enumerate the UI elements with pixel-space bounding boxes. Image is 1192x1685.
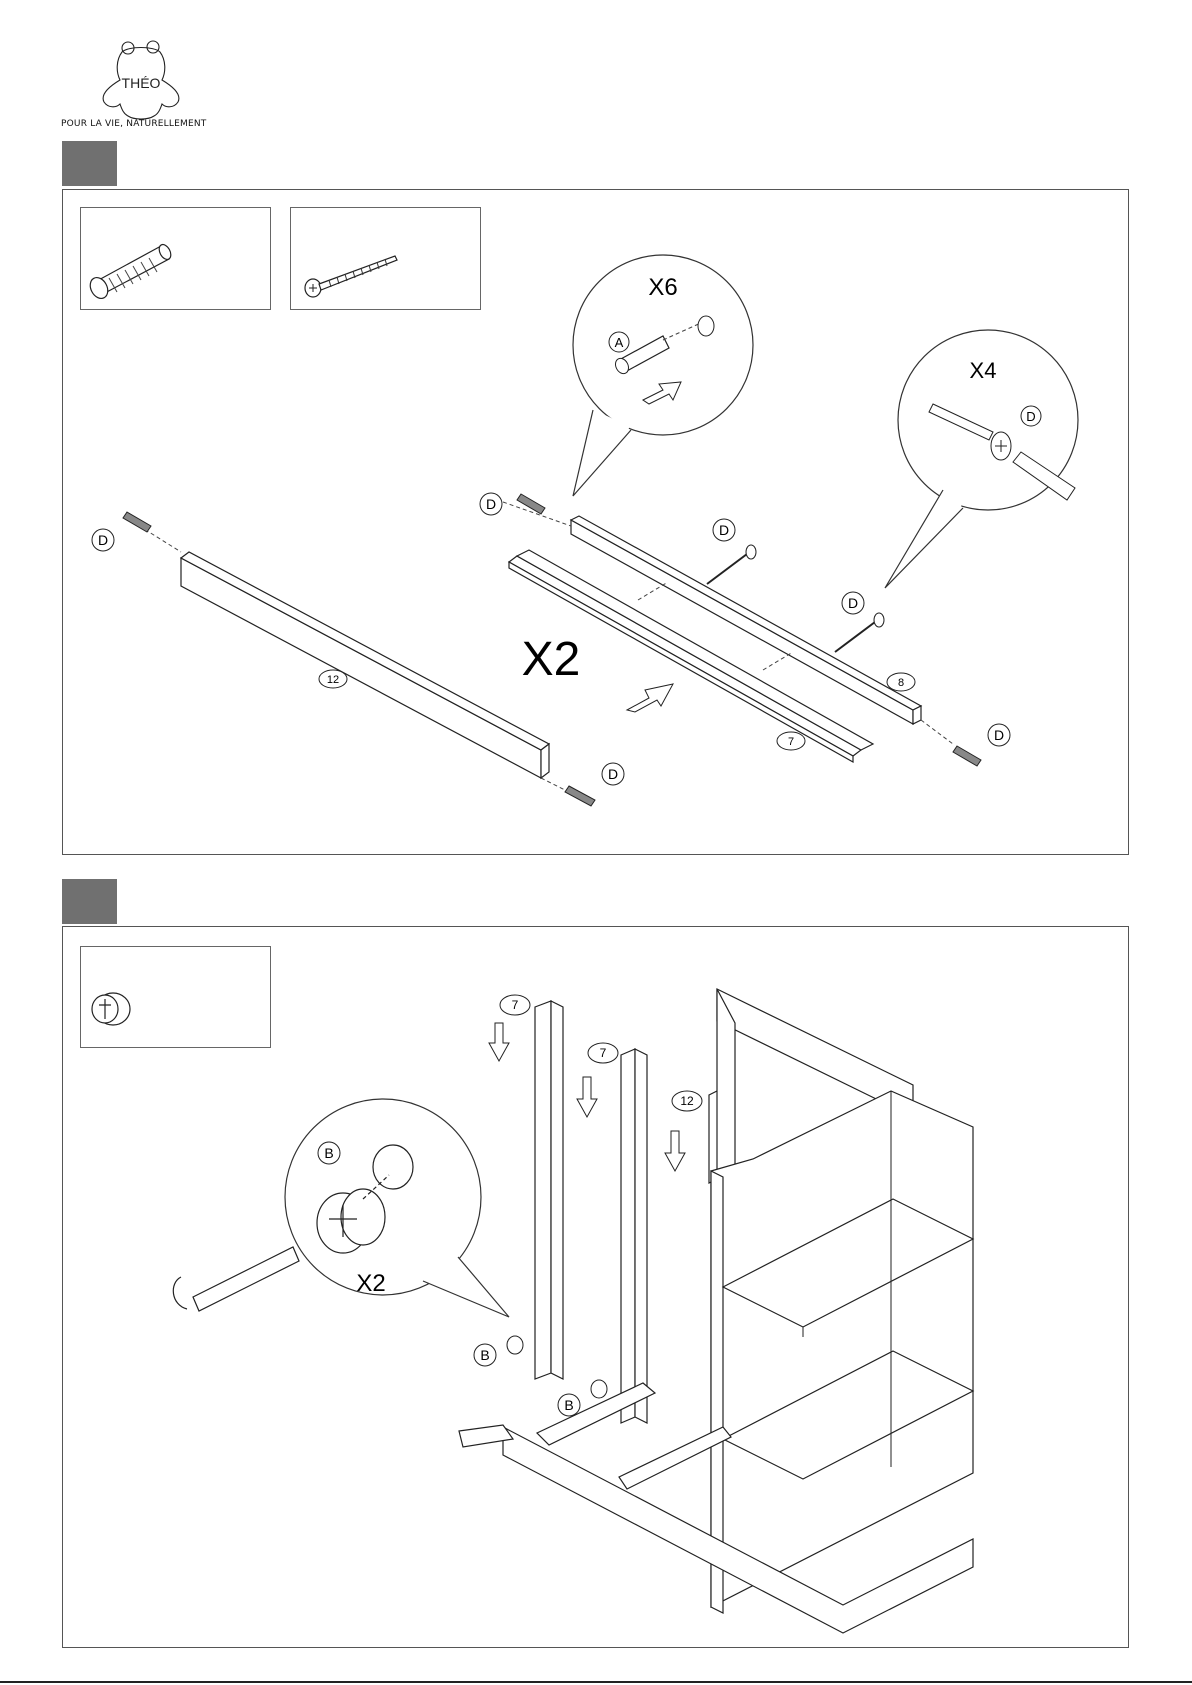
brand-logo: THÉO: [58, 38, 228, 130]
multiplier-x2: X2: [522, 633, 581, 686]
step-1-panel: X6 A X4 D: [62, 189, 1129, 855]
cam-fitting-left: [507, 1336, 523, 1354]
dowel-top-middle: [517, 494, 545, 514]
cam-fitting-mid: [591, 1380, 607, 1398]
dowel-right-end: [953, 746, 981, 766]
page-bottom-rule: [0, 1681, 1192, 1683]
cabinet-body: [503, 989, 973, 1633]
label-d-left: D: [98, 532, 108, 548]
label-d-right-end: D: [994, 727, 1004, 743]
screw-callout-part: D: [1026, 409, 1035, 424]
dowel-callout-count: X6: [648, 274, 677, 301]
step-2-illustration: X2 B 7 7 12: [63, 927, 1128, 1647]
label-d-bottom: D: [608, 766, 618, 782]
post-7-left: [535, 1001, 563, 1379]
cam-callout-part: B: [324, 1145, 333, 1161]
part-number-8: 8: [898, 677, 904, 689]
logo-text: THÉO: [122, 75, 161, 91]
part-number-7-left: 7: [512, 998, 519, 1012]
post-7-mid: [621, 1049, 647, 1423]
step-2-panel: X2 B 7 7 12: [62, 926, 1129, 1648]
label-d-top-middle: D: [486, 496, 496, 512]
label-d-screw-lower: D: [848, 595, 858, 611]
label-d-screw-upper: D: [719, 522, 729, 538]
dowel-left-bottom: [565, 786, 595, 806]
direction-arrow-icon: [627, 684, 673, 712]
step-1-marker: [62, 141, 117, 186]
cam-callout-bubble: [285, 1099, 509, 1317]
rail-12: [181, 552, 549, 778]
dowel-left-top: [123, 512, 151, 532]
part-number-7: 7: [788, 736, 794, 748]
part-number-12: 12: [327, 674, 339, 686]
part-number-7-mid: 7: [600, 1046, 607, 1060]
part-number-12: 12: [680, 1094, 694, 1108]
teddy-bear-logo-icon: THÉO: [58, 38, 228, 130]
down-arrow-icon: [489, 1023, 509, 1061]
screw-upper: [707, 545, 756, 584]
label-b-mid: B: [564, 1397, 573, 1413]
cam-callout-count: X2: [356, 1270, 385, 1297]
screw-lower: [835, 613, 884, 652]
step-2-marker: [62, 879, 117, 924]
screw-callout-count: X4: [970, 358, 997, 383]
dowel-callout-part: A: [615, 335, 624, 350]
brand-tagline: POUR LA VIE, NATURELLEMENT: [61, 119, 206, 129]
label-b-left: B: [480, 1347, 489, 1363]
down-arrow-icon-2: [577, 1077, 597, 1117]
step-1-illustration: X6 A X4 D: [63, 190, 1128, 854]
down-arrow-icon-3: [665, 1131, 685, 1171]
